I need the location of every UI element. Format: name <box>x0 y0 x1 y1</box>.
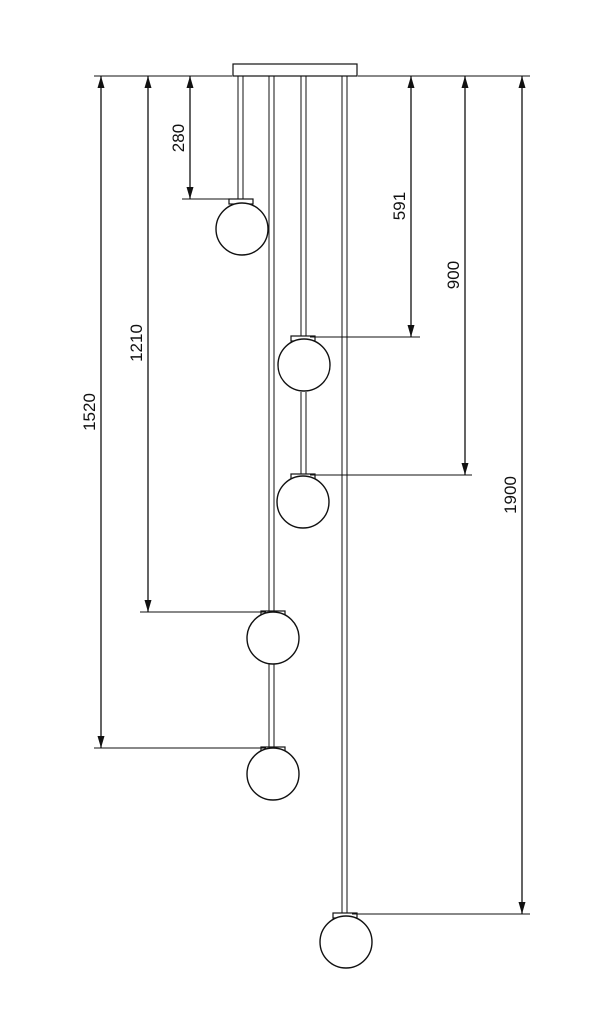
dimension-1900: 1900 <box>352 75 530 915</box>
globe-5 <box>246 746 300 801</box>
dimension-label-1900: 1900 <box>501 476 520 514</box>
pendant-rods <box>237 76 348 914</box>
dimension-1520: 1520 <box>80 75 266 749</box>
dimension-900: 900 <box>310 75 472 476</box>
dimension-label-591: 591 <box>390 192 409 220</box>
dimension-label-280: 280 <box>169 124 188 152</box>
globe-2 <box>277 335 331 392</box>
dimension-label-1520: 1520 <box>80 393 99 431</box>
dimension-1210: 1210 <box>127 75 266 613</box>
ceiling-canopy <box>232 63 358 77</box>
dimension-591: 591 <box>310 75 420 338</box>
dimension-label-900: 900 <box>444 261 463 289</box>
dimension-label-1210: 1210 <box>127 324 146 362</box>
globe-6 <box>319 912 373 969</box>
globe-1 <box>215 198 269 256</box>
dimension-280: 280 <box>169 75 236 200</box>
globe-3 <box>276 473 330 529</box>
globe-4 <box>246 610 300 665</box>
